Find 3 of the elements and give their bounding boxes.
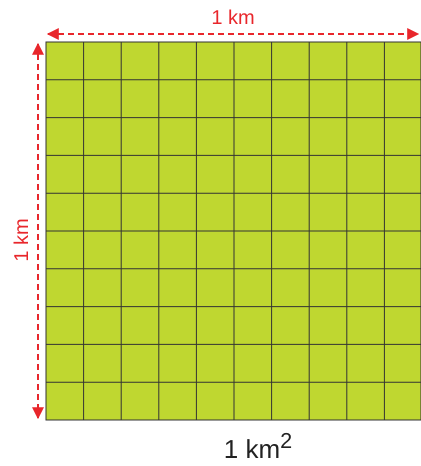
dimension-label: 1 km xyxy=(211,8,255,28)
area-label: 1 km$^{2}$ xyxy=(224,430,292,462)
dimension-label: 1 km xyxy=(12,218,32,262)
